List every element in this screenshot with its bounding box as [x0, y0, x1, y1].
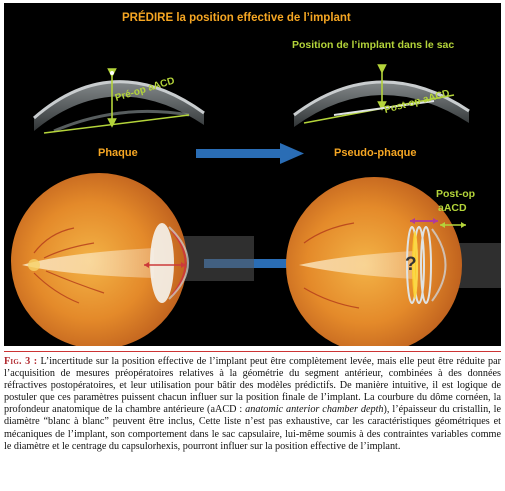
iol-lens-stack	[406, 226, 432, 304]
arrow-phaque-to-pseudophaque	[196, 143, 304, 164]
question-mark: ?	[405, 254, 417, 275]
label-postop-line2: aACD	[438, 202, 467, 214]
eye-illustration-pseudophakic	[286, 177, 501, 346]
caption-text-1: L’incertitude sur la position effective …	[4, 356, 502, 416]
label-pseudophaque: Pseudo-phaque	[334, 147, 417, 159]
subtitle-right: Position de l’implant dans le sac	[292, 39, 455, 51]
figure-artwork	[11, 64, 501, 346]
caption-text-italic: anatomic anterior chamber depth	[245, 404, 384, 416]
eye-illustration-phakic	[11, 173, 254, 346]
figure-title: PRÉDIRE la position effective de l’impla…	[122, 12, 351, 24]
oct-phakic-scan	[33, 68, 205, 134]
oct-pseudophakic-scan	[293, 64, 470, 127]
label-postop-line1: Post-op	[436, 188, 476, 200]
caption-figure-label: Fig. 3 :	[4, 356, 38, 367]
figure-panel: PRÉDIRE la position effective de l’impla…	[4, 3, 501, 346]
label-phaque: Phaque	[98, 147, 138, 159]
caption-text-2: ), l’épaisseur du cristallin, le diamètr…	[4, 404, 501, 452]
figure-caption: Fig. 3 : L’incertitude sur la position e…	[4, 351, 501, 453]
